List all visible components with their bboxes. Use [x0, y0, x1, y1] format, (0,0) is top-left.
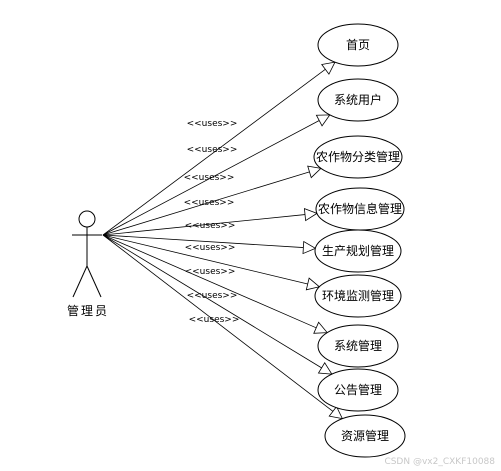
arrowhead-system-mgmt — [313, 321, 329, 334]
association-line-production-planning — [102, 234, 304, 248]
actor-head — [78, 210, 96, 228]
use-case-label-home: 首页 — [346, 38, 370, 52]
association-line-system-mgmt — [102, 234, 317, 329]
use-case-ellipse-crop-category — [313, 135, 403, 179]
association-line-home — [102, 69, 326, 236]
use-case-announcement: 公告管理 — [317, 368, 399, 412]
watermark-text: CSDN @vx2_CXKF10088 — [384, 457, 495, 467]
use-case-label-system-mgmt: 系统管理 — [334, 338, 382, 353]
association-line-env-monitoring — [102, 234, 308, 285]
association-line-system-users — [102, 120, 320, 236]
use-case-ellipse-system-mgmt — [317, 324, 399, 368]
use-case-ellipse-resource — [324, 414, 406, 458]
use-case-ellipse-production-planning — [314, 229, 402, 273]
association-line-crop-info — [102, 214, 306, 236]
use-case-ellipse-env-monitoring — [314, 274, 402, 318]
actor-leg-left — [72, 265, 88, 298]
arrowhead-home — [321, 61, 336, 75]
use-case-layer: 首页系统用户农作物分类管理农作物信息管理生产规划管理环境监测管理系统管理公告管理… — [313, 23, 406, 458]
arrowhead-crop-info — [303, 207, 318, 222]
use-case-env-monitoring: 环境监测管理 — [314, 274, 402, 318]
association-line-resource — [102, 234, 334, 412]
stereotype-label-system-mgmt: <<uses>> — [185, 267, 236, 277]
stereotype-label-env-monitoring: <<uses>> — [185, 243, 236, 253]
arrowhead-env-monitoring — [305, 277, 321, 291]
use-case-label-crop-category: 农作物分类管理 — [316, 149, 400, 164]
use-case-crop-info: 农作物信息管理 — [315, 187, 405, 231]
arrowhead-announcement — [317, 361, 333, 375]
association-line-announcement — [102, 234, 322, 369]
stereotype-label-crop-info: <<uses>> — [184, 198, 235, 208]
use-case-crop-category: 农作物分类管理 — [313, 135, 403, 179]
use-case-ellipse-announcement — [317, 368, 399, 412]
use-case-label-crop-info: 农作物信息管理 — [318, 201, 402, 216]
arrowhead-system-users — [315, 114, 331, 127]
stereotype-label-system-users: <<uses>> — [187, 145, 238, 155]
use-case-label-system-users: 系统用户 — [334, 92, 382, 107]
stereotype-label-home: <<uses>> — [187, 119, 238, 129]
use-case-resource: 资源管理 — [324, 414, 406, 458]
actor-leg-right — [86, 265, 102, 298]
actor-label: 管理员 — [67, 303, 109, 318]
use-case-ellipse-system-users — [317, 78, 399, 122]
use-case-label-env-monitoring: 环境监测管理 — [322, 288, 394, 303]
use-case-label-resource: 资源管理 — [341, 428, 389, 443]
stereotype-label-crop-category: <<uses>> — [184, 173, 235, 183]
use-case-system-mgmt: 系统管理 — [317, 324, 399, 368]
use-case-label-announcement: 公告管理 — [334, 382, 382, 397]
use-case-ellipse-home — [317, 23, 399, 67]
arrowhead-production-planning — [302, 240, 317, 255]
use-case-production-planning: 生产规划管理 — [314, 229, 402, 273]
stereotype-label-announcement: <<uses>> — [187, 291, 238, 301]
association-layer: <<uses>> <<uses>> <<uses>> <<uses>> <<uses>>… — [102, 61, 344, 420]
use-case-home: 首页 — [317, 23, 399, 67]
stereotype-label-production-planning: <<uses>> — [185, 221, 236, 231]
actor-figure — [72, 210, 102, 298]
arrowhead-crop-category — [307, 165, 322, 179]
association-line-crop-category — [102, 171, 310, 236]
use-case-label-production-planning: 生产规划管理 — [322, 243, 394, 258]
stereotype-label-resource: <<uses>> — [189, 315, 240, 325]
arrowhead-resource — [328, 405, 344, 420]
use-case-system-users: 系统用户 — [317, 78, 399, 122]
